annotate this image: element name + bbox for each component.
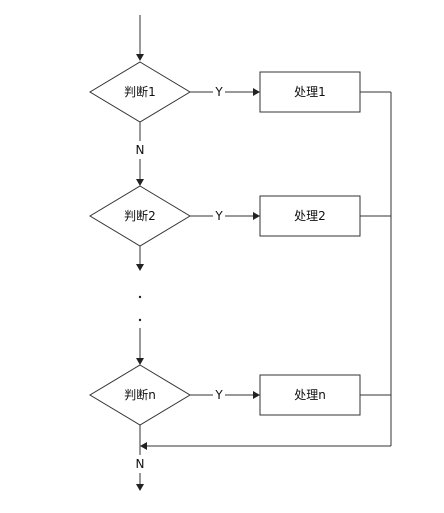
ellipsis-dot-1 [138, 295, 142, 299]
decision-n-label: 判断n [124, 387, 156, 402]
process-1-label: 处理1 [294, 85, 326, 99]
process-1-box [259, 71, 361, 113]
yes-edge-n-label: Y [214, 388, 223, 402]
entry-arrowhead [136, 54, 144, 61]
process-2-label: 处理2 [294, 209, 326, 223]
yes-edge-n-arrowhead [253, 391, 260, 399]
yes-edge-1-label: Y [214, 85, 223, 99]
yes-edge-2-label: Y [214, 209, 223, 223]
decision-1-label: 判断1 [124, 84, 156, 99]
return-bus-arrowhead [140, 442, 147, 450]
decision-2-label: 判断2 [124, 208, 156, 223]
exit-arrowhead [136, 484, 144, 491]
entry-n-arrowhead [136, 358, 144, 365]
no-edge-n-label: N [136, 457, 145, 471]
yes-edge-2-arrowhead [253, 212, 260, 220]
yes-edge-1-arrowhead [253, 88, 260, 96]
ellipsis-dot-2 [138, 318, 142, 322]
no-edge-1-label: N [136, 143, 145, 157]
process-n-box [259, 374, 361, 416]
no-edge-2-arrowhead [136, 264, 144, 271]
no-edge-1-arrowhead [136, 179, 144, 186]
process-n-label: 处理n [294, 388, 326, 402]
